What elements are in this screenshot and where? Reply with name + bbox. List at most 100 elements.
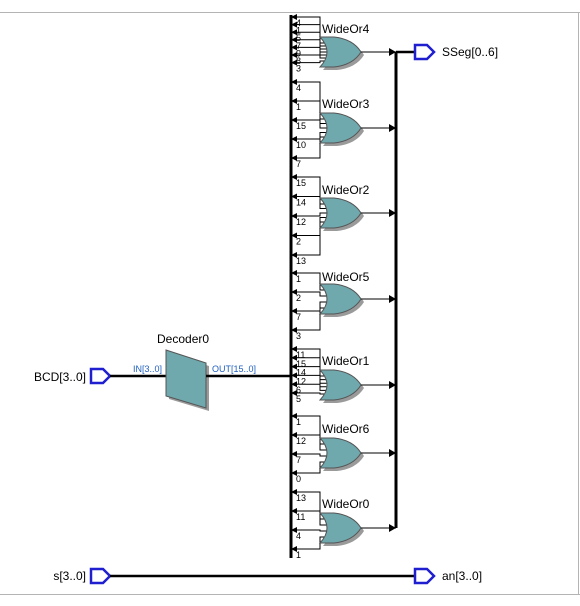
- bus-tap-arrow: [291, 363, 297, 370]
- pin-label: 5: [296, 394, 301, 404]
- pin-label: 1: [296, 274, 301, 284]
- pin-label: 7: [296, 159, 301, 169]
- bus-tap-arrow: [291, 354, 297, 361]
- bus-tap-arrow: [291, 327, 297, 333]
- bus-tap-arrow: [291, 21, 297, 28]
- pin-label: 6: [296, 385, 301, 395]
- pin-label: 7: [296, 455, 301, 465]
- gate-input-wire: [291, 374, 328, 388]
- pin-label: 0: [296, 474, 301, 484]
- collector-arrow: [389, 209, 396, 217]
- pin-label: 2: [296, 237, 301, 247]
- bus-tap-arrow: [291, 117, 297, 123]
- gate-body: [318, 369, 362, 401]
- bus-tap-arrow: [291, 413, 297, 419]
- pin-label: 1: [296, 102, 301, 112]
- pin-label: 14: [296, 198, 306, 208]
- bus-tap-arrow: [291, 155, 297, 161]
- gate-name-label: WideOr1: [322, 354, 370, 368]
- bus-tap-arrow: [291, 390, 297, 396]
- gate-input-wire: [291, 54, 328, 59]
- bus-tap-arrow: [291, 432, 297, 438]
- bcd-port-symbol: [89, 367, 112, 385]
- pin-label: 3: [296, 64, 301, 74]
- pin-label: 11: [296, 512, 305, 522]
- gate-body: [318, 112, 362, 144]
- pin-label: 15: [296, 178, 306, 188]
- s-port-label: s[3..0]: [53, 569, 86, 583]
- pin-label: 2: [296, 293, 301, 303]
- pin-label: 13: [296, 493, 306, 503]
- pin-label: 3: [296, 331, 301, 341]
- collector-arrow: [389, 295, 396, 303]
- decoder-block[interactable]: Decoder0: [157, 332, 209, 411]
- collector-arrow: [389, 449, 396, 457]
- pin-label: 4: [296, 531, 301, 541]
- pin-label: 5: [296, 33, 301, 43]
- gate-wideor6[interactable]: 1 12 7 0 WideOr6: [291, 413, 396, 484]
- gate-input-wire: [291, 132, 328, 140]
- pin-label: 8: [296, 56, 301, 66]
- gate-input-wire: [291, 196, 328, 209]
- pin-label: 1: [296, 417, 301, 427]
- gate-input-wire: [291, 434, 328, 451]
- collector-arrow: [389, 524, 396, 532]
- gate-body: [318, 36, 362, 68]
- bus-tap-arrow: [291, 213, 297, 219]
- gate-body: [318, 283, 362, 315]
- sseg-output-port[interactable]: SSeg[0..6]: [413, 43, 498, 61]
- pin-label: 9: [296, 48, 301, 58]
- an-output-port[interactable]: an[3..0]: [413, 567, 482, 585]
- gate-input-wire: [291, 119, 328, 129]
- pin-label: 1: [296, 550, 301, 560]
- collector-arrow: [389, 48, 396, 56]
- bus-tap-arrow: [291, 52, 297, 58]
- bus-tap-arrow: [291, 308, 297, 314]
- gate-input-wire: [291, 39, 328, 53]
- bus-tap-arrow: [291, 44, 297, 51]
- pin-label: 15: [296, 359, 306, 369]
- gate-body: [318, 197, 362, 229]
- gate-input-wire: [291, 383, 328, 391]
- gate-name-label: WideOr0: [322, 497, 370, 511]
- collector-arrow: [389, 381, 396, 389]
- bus-tap-arrow: [291, 252, 297, 258]
- bus-tap-arrow: [291, 193, 297, 200]
- pin-label: 10: [296, 140, 306, 150]
- bus-tap-arrow: [291, 174, 297, 180]
- bus-tap-arrow: [291, 270, 297, 276]
- s-input-port[interactable]: s[3..0]: [53, 567, 112, 585]
- bus-tap-arrow: [291, 14, 297, 20]
- decoder-name: Decoder0: [157, 332, 209, 346]
- decoder-in-label: IN[3..0]: [133, 364, 162, 374]
- gate-body: [318, 512, 362, 544]
- bus-tap-arrow: [291, 289, 297, 295]
- bus-tap-arrow: [291, 79, 297, 85]
- collector-arrow: [389, 124, 396, 132]
- gate-group: 4157983WideOr44115107WideOr3151412213Wid…: [291, 14, 396, 560]
- pin-label: 12: [296, 376, 306, 386]
- bus-tap-arrow: [291, 136, 297, 142]
- gate-wideor0[interactable]: 13 11 4 1 WideOr0: [291, 489, 396, 560]
- pin-label: 4: [296, 83, 301, 93]
- bus-tap-arrow: [291, 98, 297, 104]
- bus-tap-arrow: [291, 451, 297, 457]
- pin-label: 12: [296, 436, 306, 446]
- pin-label: 11: [296, 350, 305, 360]
- bus-tap-arrow: [291, 232, 297, 239]
- bus-tap-arrow: [291, 489, 297, 495]
- bus-tap-arrow: [291, 527, 297, 533]
- sseg-port-symbol: [413, 43, 436, 61]
- gate-body: [318, 437, 362, 469]
- an-port-symbol: [413, 567, 436, 585]
- gate-name-label: WideOr6: [322, 422, 370, 436]
- decoder-out-label: OUT[15..0]: [212, 364, 256, 374]
- bcd-input-port[interactable]: BCD[3..0]: [34, 367, 112, 385]
